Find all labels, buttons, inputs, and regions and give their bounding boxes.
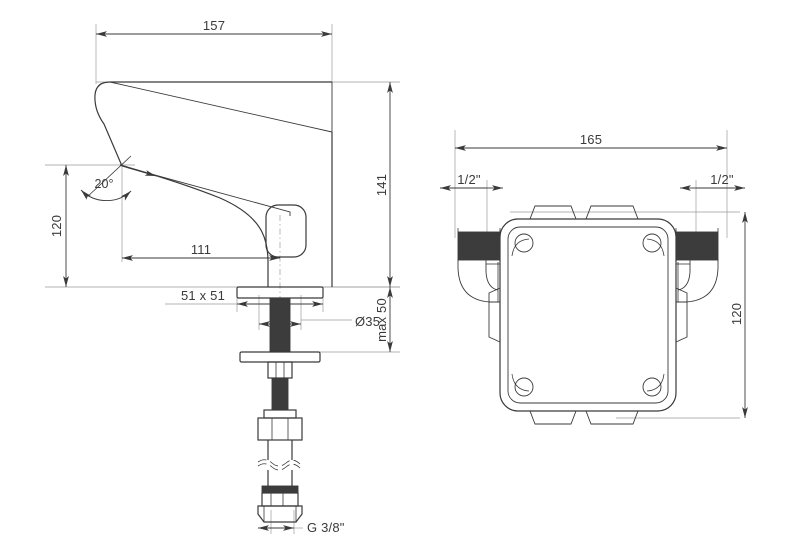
hose-ferrule [257, 417, 303, 441]
mount-tab-bottom-left [529, 410, 577, 425]
dimension-165: 165 [455, 132, 727, 151]
boss-fillet-bl [511, 373, 530, 392]
dim-label-half-right: 1/2" [710, 172, 734, 187]
dimension-half-right: 1/2" [680, 172, 745, 191]
screw-boss-top-left [514, 233, 534, 253]
mount-tab-top-right [585, 205, 639, 220]
dim-label-165: 165 [580, 132, 602, 147]
dim-label-157: 157 [203, 18, 225, 33]
dim-label-111: 111 [191, 242, 211, 257]
dim-label-20deg: 20° [95, 177, 114, 191]
left-elbow-inner [485, 260, 499, 291]
dimension-max50: max 50 [374, 287, 393, 352]
angle-arc-20 [80, 189, 132, 202]
dimension-157: 157 [96, 18, 332, 37]
side-lug-right [675, 287, 688, 343]
screw-boss-bottom-right [642, 377, 662, 397]
box-inner-wall [507, 226, 669, 404]
hose-crimp-band [261, 485, 299, 494]
boss-fillet-tl [511, 238, 530, 257]
right-elbow-outer [676, 260, 719, 303]
boss-fillet-tr [646, 238, 665, 257]
dimension-141: 141 [374, 82, 393, 287]
dim-label-box-120: 120 [729, 303, 744, 325]
left-elbow-outer [457, 260, 500, 303]
mount-tab-top-left [529, 205, 577, 220]
mounting-shank-thread [269, 297, 291, 353]
screw-boss-top-right [642, 233, 662, 253]
dim-label-120: 120 [49, 215, 64, 237]
break-line-upper [257, 459, 301, 467]
spout-nose-lower-edge [121, 165, 291, 216]
control-box-geometry [457, 205, 719, 425]
mount-tab-bottom-right [585, 410, 639, 425]
sensor-window [265, 204, 307, 258]
view-control-box: 165 1/2" 1/2" 120 [440, 130, 748, 425]
arm-rear-slope [109, 81, 333, 133]
view-side-elevation: 157 141 max 50 120 111 20° [45, 18, 400, 535]
dim-label-g38: G 3/8" [307, 520, 345, 535]
break-line-lower [257, 463, 301, 471]
side-lug-left [488, 287, 501, 343]
dimension-51x51: 51 x 51 [165, 288, 323, 307]
tap-body-geometry [94, 81, 333, 523]
dim-label-141: 141 [374, 174, 389, 196]
dimension-111: 111 [122, 242, 280, 261]
left-inlet-thread [457, 231, 501, 261]
right-elbow-inner [677, 260, 691, 291]
dim-label-51x51: 51 x 51 [181, 288, 225, 303]
dim-label-dia35: Ø35 [355, 314, 380, 329]
boss-fillet-br [646, 373, 665, 392]
right-inlet-thread [675, 231, 719, 261]
screw-boss-bottom-left [514, 377, 534, 397]
dim-label-max50: max 50 [374, 298, 389, 342]
lower-thread-stud [271, 377, 289, 411]
dimension-box-120: 120 [729, 212, 748, 418]
dimension-g38: G 3/8" [258, 520, 345, 535]
dim-label-half-left: 1/2" [457, 172, 481, 187]
box-outer-shell [499, 218, 677, 412]
dimension-120: 120 [49, 165, 69, 287]
dimension-half-left: 1/2" [440, 172, 503, 191]
spout-upper-outline [94, 81, 332, 167]
